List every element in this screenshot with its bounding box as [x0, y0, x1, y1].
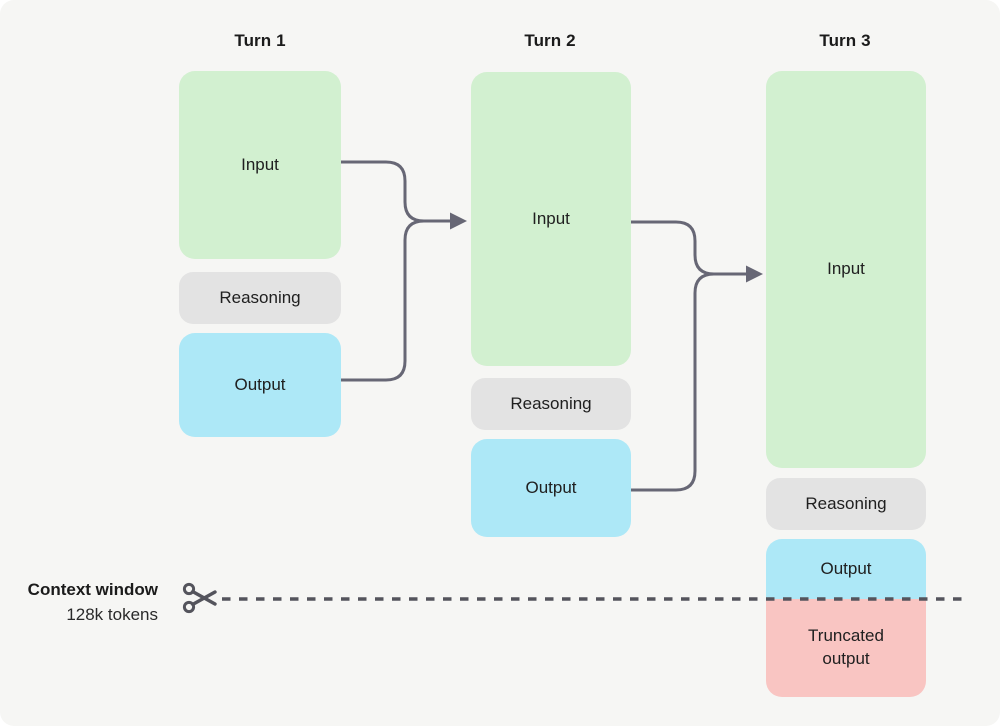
- scissors-icon: [182, 582, 217, 614]
- arrow-turn2-output-to-turn3: [628, 272, 716, 492]
- turn1-input-box: Input: [179, 71, 341, 259]
- turn1-output-box: Output: [179, 333, 341, 437]
- turn3-truncated-output-box: Truncated output: [766, 599, 926, 697]
- context-window-title: Context window: [27, 580, 158, 599]
- turn-3-header: Turn 3: [819, 31, 871, 50]
- turn-1-header: Turn 1: [234, 31, 286, 50]
- turn-2-header: Turn 2: [524, 31, 576, 50]
- turn2-reasoning-box: Reasoning: [471, 378, 631, 430]
- context-window-label: Context window 128k tokens: [20, 577, 158, 627]
- arrow-turn1-output-to-turn2: [339, 219, 426, 382]
- arrowhead-turn2: [450, 212, 467, 230]
- context-window-subtitle: 128k tokens: [66, 605, 158, 624]
- turn2-output-box: Output: [471, 439, 631, 537]
- arrow-turn1-input-to-turn2: [339, 160, 453, 223]
- turn2-input-box: Input: [471, 72, 631, 366]
- turn3-input-box: Input: [766, 71, 926, 468]
- turn3-output-box: Output: [766, 539, 926, 599]
- arrowhead-turn3: [746, 265, 763, 283]
- arrow-turn2-input-to-turn3: [628, 220, 749, 276]
- turn3-reasoning-box: Reasoning: [766, 478, 926, 530]
- turn1-reasoning-box: Reasoning: [179, 272, 341, 324]
